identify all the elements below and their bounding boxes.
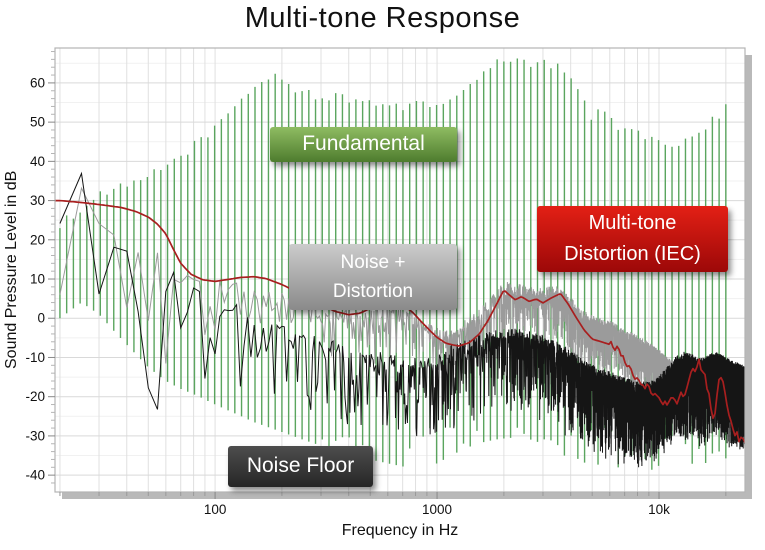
legend-fundamental: Fundamental bbox=[270, 127, 457, 162]
svg-text:20: 20 bbox=[30, 232, 45, 247]
legend-multitone-distortion-line1: Multi-tone bbox=[588, 212, 677, 234]
legend-multitone-distortion: Multi-tone Distortion (IEC) bbox=[537, 206, 728, 272]
svg-text:10: 10 bbox=[30, 272, 45, 287]
svg-text:40: 40 bbox=[30, 154, 45, 169]
svg-text:-30: -30 bbox=[25, 428, 45, 443]
legend-fundamental-text: Fundamental bbox=[302, 132, 425, 156]
svg-text:100: 100 bbox=[204, 502, 227, 517]
legend-noise-floor-text: Noise Floor bbox=[246, 454, 355, 478]
y-axis-title: Sound Pressure Level in dB bbox=[3, 170, 20, 370]
svg-text:30: 30 bbox=[30, 193, 45, 208]
x-axis-title: Frequency in Hz bbox=[341, 522, 459, 539]
svg-text:10k: 10k bbox=[648, 502, 670, 517]
legend-noise-floor: Noise Floor bbox=[228, 446, 373, 487]
svg-text:0: 0 bbox=[37, 311, 45, 326]
svg-text:50: 50 bbox=[30, 115, 45, 130]
svg-text:-20: -20 bbox=[25, 389, 45, 404]
legend-noise-distortion: Noise + Distortion bbox=[289, 244, 457, 310]
legend-multitone-distortion-line2: Distortion (IEC) bbox=[564, 243, 701, 265]
chart-title: Multi-tone Response bbox=[244, 2, 521, 34]
legend-noise-distortion-line2: Distortion bbox=[332, 281, 414, 302]
svg-text:60: 60 bbox=[30, 75, 45, 90]
svg-text:-10: -10 bbox=[25, 350, 45, 365]
svg-text:-40: -40 bbox=[25, 468, 45, 483]
legend-noise-distortion-line1: Noise + bbox=[340, 251, 406, 273]
svg-text:1000: 1000 bbox=[422, 502, 452, 517]
